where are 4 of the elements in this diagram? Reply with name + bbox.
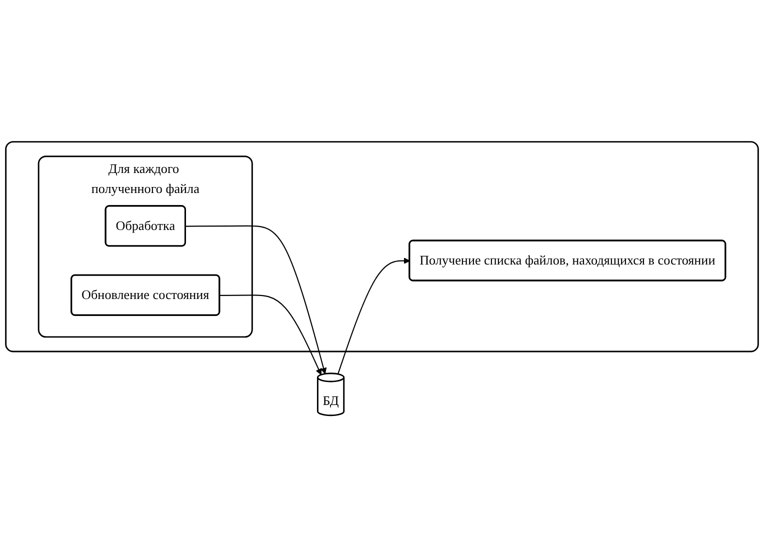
cluster [5, 140, 759, 352]
arrow [186, 225, 327, 374]
arrow [337, 257, 410, 374]
arrow [220, 294, 322, 375]
